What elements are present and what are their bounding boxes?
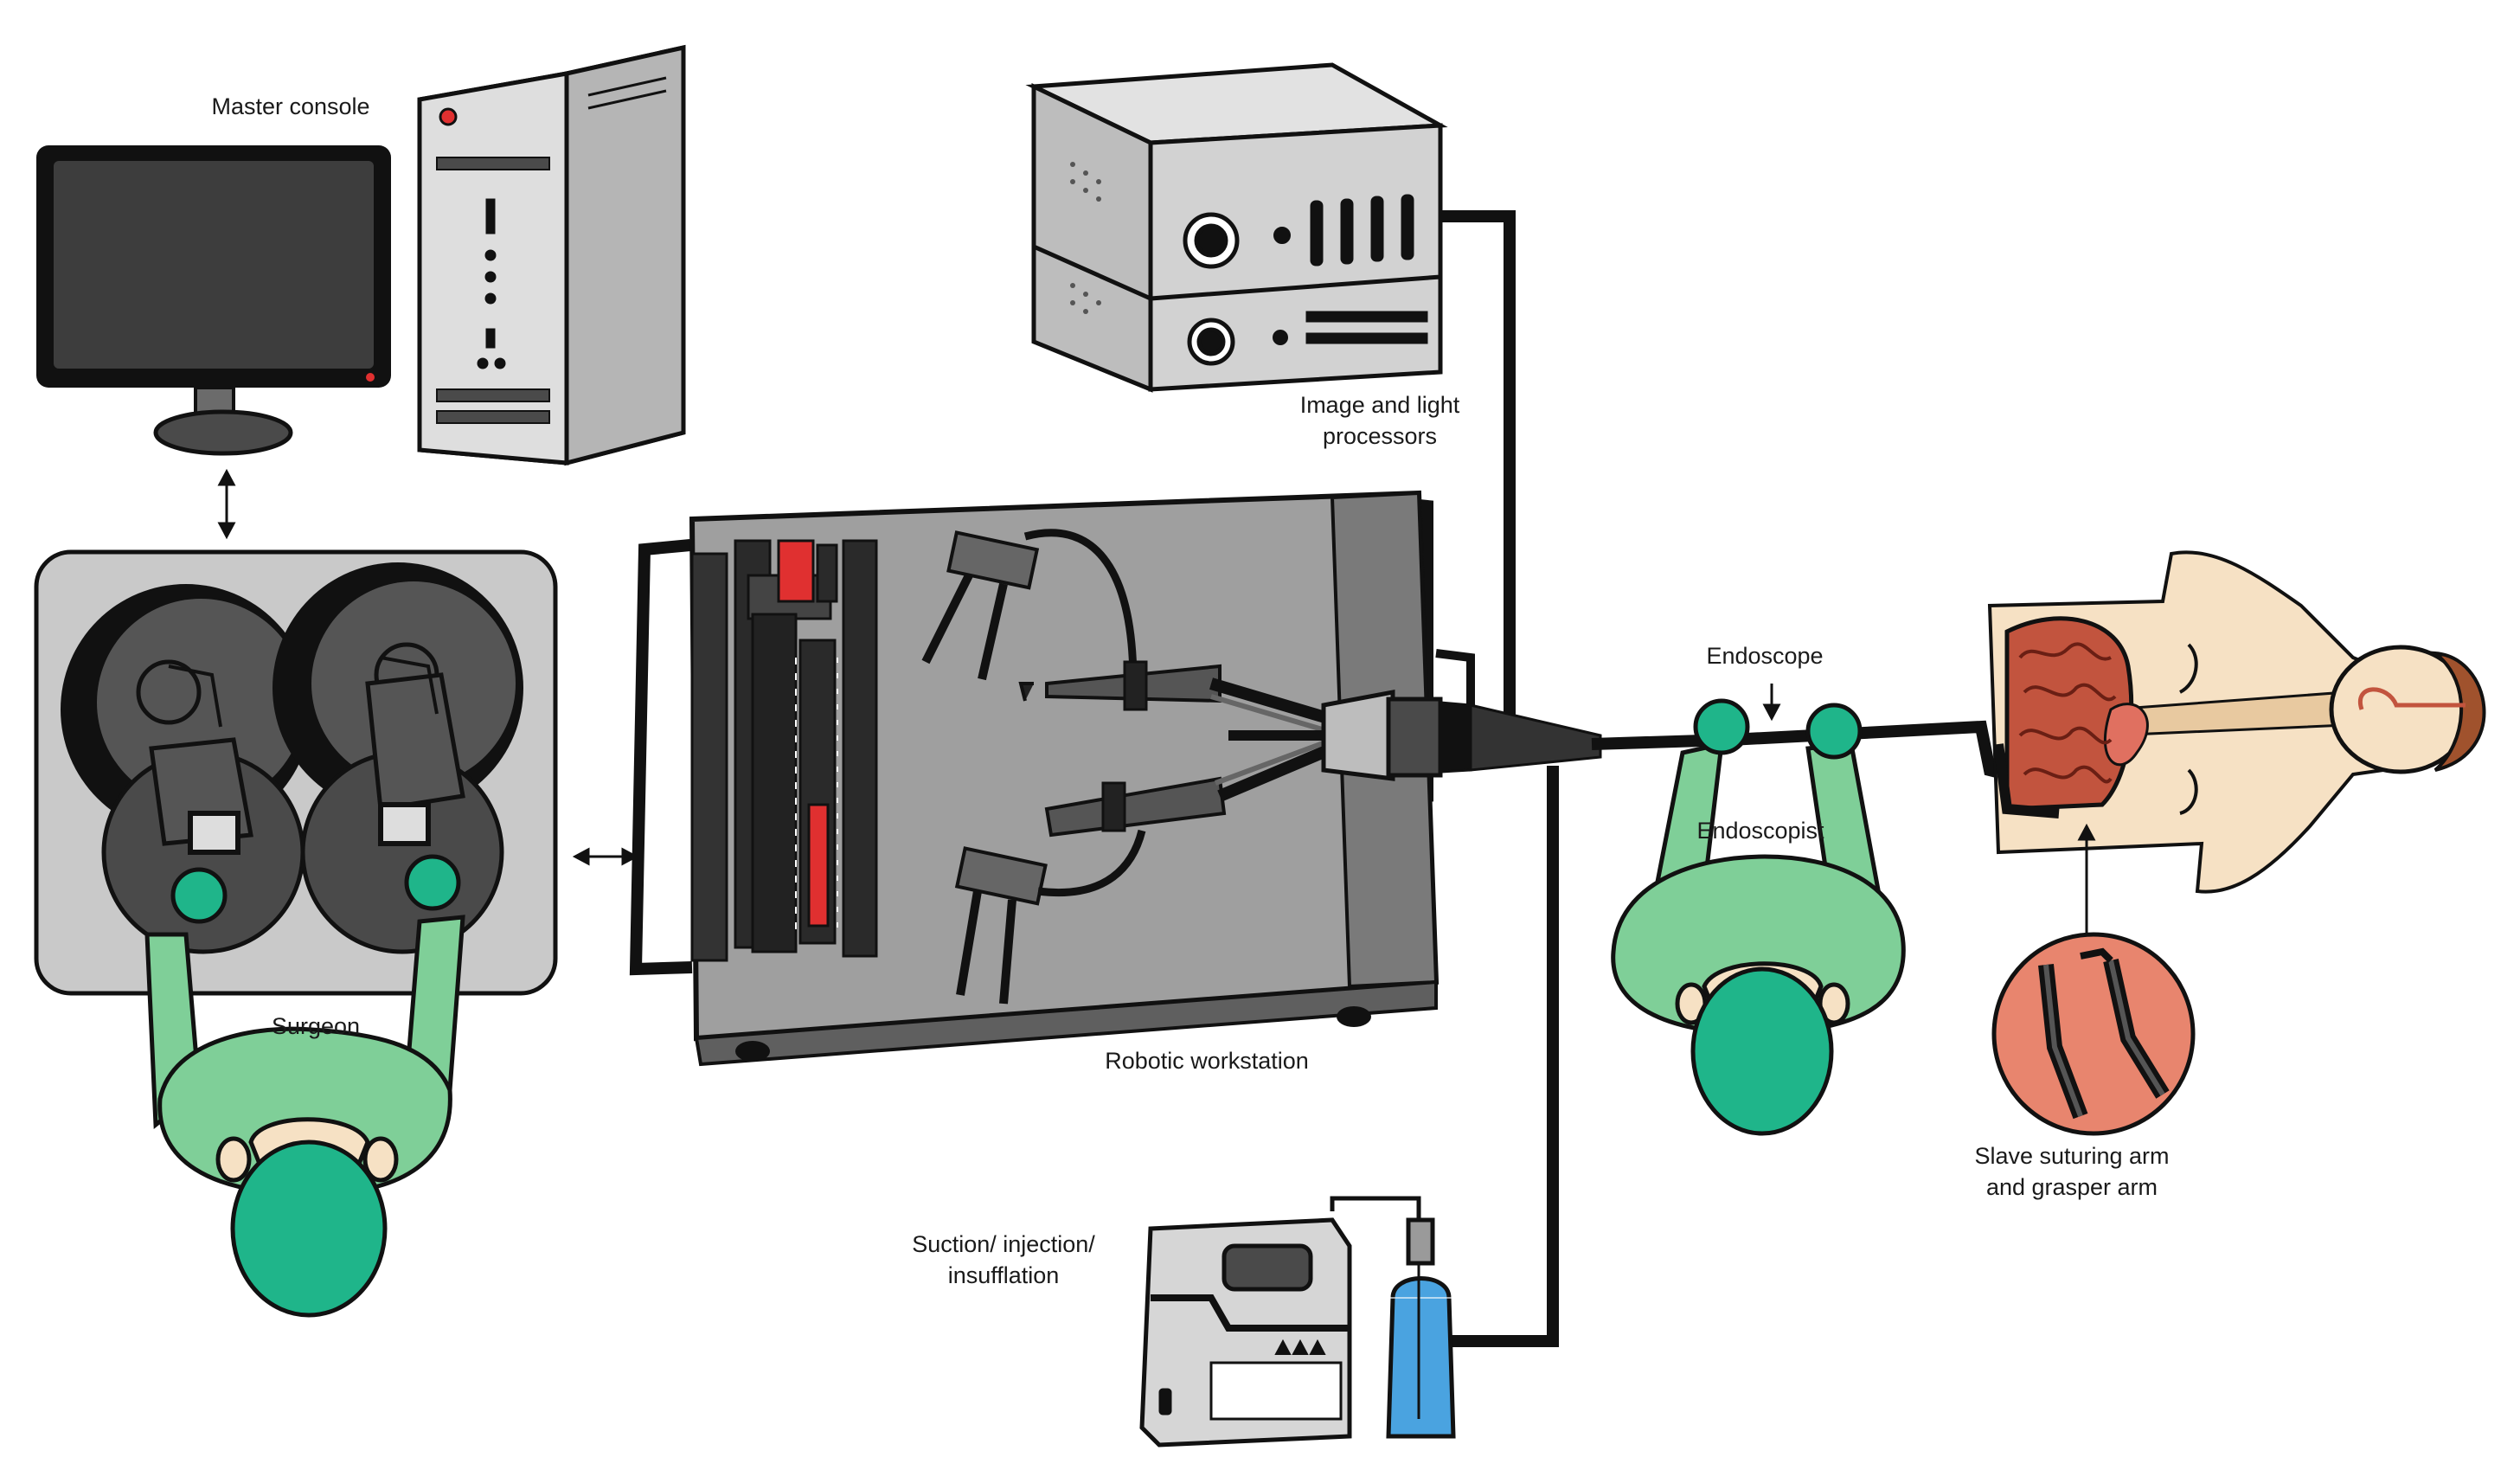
fluid-bottle (1386, 1217, 1456, 1439)
surgeon-left-ear (215, 1136, 252, 1183)
up-arrow-icon (2077, 823, 2096, 934)
surgeon-left-hand (170, 867, 228, 924)
right-hand-controller (273, 562, 523, 954)
suction-cable (1432, 766, 1559, 1347)
label-master-console: Master console (211, 93, 370, 119)
surgeon-right-hand (404, 854, 461, 911)
monitor (36, 145, 391, 456)
endoscopist-right-hand (1805, 703, 1863, 760)
label-endoscopist: Endoscopist (1696, 818, 1824, 844)
label-image-light-processors: Image and light processors (1299, 392, 1460, 450)
label-surgeon: Surgeon (271, 1013, 361, 1039)
label-suction: Suction/ injection/ insufflation (912, 1231, 1095, 1289)
intestines (1993, 616, 2149, 819)
surgeon-figure (144, 854, 465, 1318)
cables (1432, 210, 1559, 1347)
processor-cable (1436, 210, 1516, 735)
slave-arms-inset (1991, 932, 2196, 1136)
label-slave-arms: Slave suturing arm and grasper arm (1974, 1143, 2170, 1201)
down-arrow-icon (1762, 684, 1781, 722)
endoscopist-cap (1690, 966, 1834, 1136)
endoscopist-left-hand (1693, 698, 1750, 755)
double-arrow-icon (217, 468, 236, 540)
surgeon-cap (230, 1140, 388, 1318)
scope-channel-bundle (1209, 677, 1602, 802)
suction-unit (1139, 1196, 1421, 1448)
label-endoscope: Endoscope (1706, 643, 1824, 669)
label-robotic-workstation: Robotic workstation (1105, 1048, 1309, 1074)
surgeon-right-ear (362, 1136, 399, 1183)
endoscopist-figure (1611, 698, 1906, 1136)
tower-pc (417, 44, 686, 466)
master-console (34, 44, 686, 996)
lower-instrument (954, 776, 1227, 1005)
master-control-panel (34, 549, 558, 996)
double-arrow-icon (572, 847, 639, 866)
instrument-drives (690, 539, 878, 962)
robotic-workstation (629, 490, 1602, 1067)
left-hand-controller (61, 584, 311, 954)
upper-instrument (921, 529, 1222, 711)
image-light-processors (1025, 62, 1448, 393)
patient (1987, 550, 2486, 894)
patient-hair (2429, 651, 2486, 772)
